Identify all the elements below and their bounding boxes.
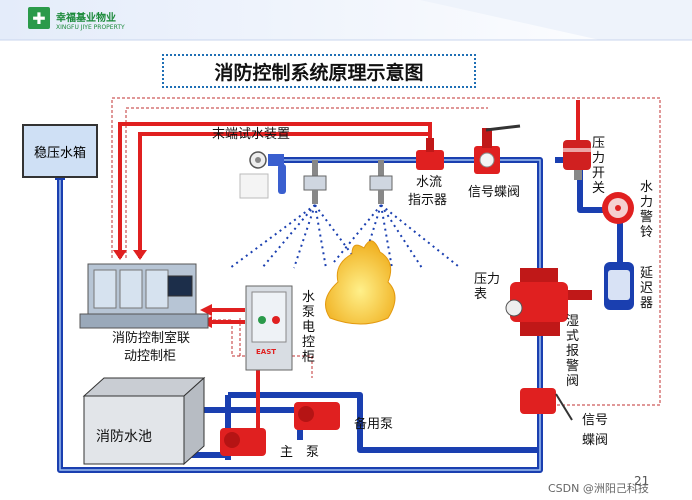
wet-alarm-valve-label: 湿式报警阀 [566,314,580,389]
backup-pump-label: 备用泵 [354,417,394,432]
tank-label: 稳压水箱 [22,124,98,178]
svg-text:✚: ✚ [32,9,45,28]
sprinkler-icon-2 [369,160,393,204]
page-title: 消防控制系统原理示意图 [162,54,476,88]
main-pump-icon [220,428,266,456]
fire-control-console [79,263,209,329]
logo-text: 幸福基业物业 XINGFU JIYE PROPERTY [56,9,125,31]
delay-icon [604,262,634,310]
cabinet-brand: EAST [256,348,277,356]
watermark: CSDN @洲阳己科技 [548,482,649,495]
flow-indicator-icon [416,138,444,170]
signal-butterfly-label: 信号蝶阀 [468,185,521,200]
main-pump-label: 主 泵 [280,445,320,460]
end-test-device [239,151,286,199]
lower-butterfly-valve-icon [520,388,573,421]
signal-butterfly-valve-icon [474,124,521,174]
pump-control-label: 水泵电控柜 [302,290,316,365]
control-room-label-2: 动控制柜 [124,349,177,364]
delay-label: 延迟器 [640,266,654,311]
fire-icon [325,240,396,325]
backup-pump-icon [294,402,340,430]
logo-text-en: XINGFU JIYE PROPERTY [56,24,125,31]
water-spray [229,204,459,269]
logo-icon: ✚ [28,7,50,29]
butterfly-label-2: 蝶阀 [582,433,609,448]
end-test-label: 末端试水装置 [212,127,291,142]
pump-control-cabinet [245,285,293,371]
pool-label: 消防水池 [96,429,152,445]
logo-text-cn: 幸福基业物业 [56,13,116,24]
flow-indicator-label-2: 指示器 [408,193,448,208]
pressure-switch-label: 压力开关 [592,136,606,196]
page-number: 21 [634,474,650,488]
control-room-label-1: 消防控制室联 [112,331,191,346]
fire-pool [82,376,206,466]
pressure-gauge-label: 压力表 [474,272,501,302]
water-bell-icon [602,192,634,224]
pressure-switch-icon [563,140,591,180]
signal-label-2: 信号 [582,413,609,428]
water-bell-label: 水力警铃 [640,180,654,240]
wet-alarm-valve-icon [505,268,592,336]
flow-indicator-label-1: 水流 [416,175,443,190]
sprinkler-icon-1 [303,160,327,204]
